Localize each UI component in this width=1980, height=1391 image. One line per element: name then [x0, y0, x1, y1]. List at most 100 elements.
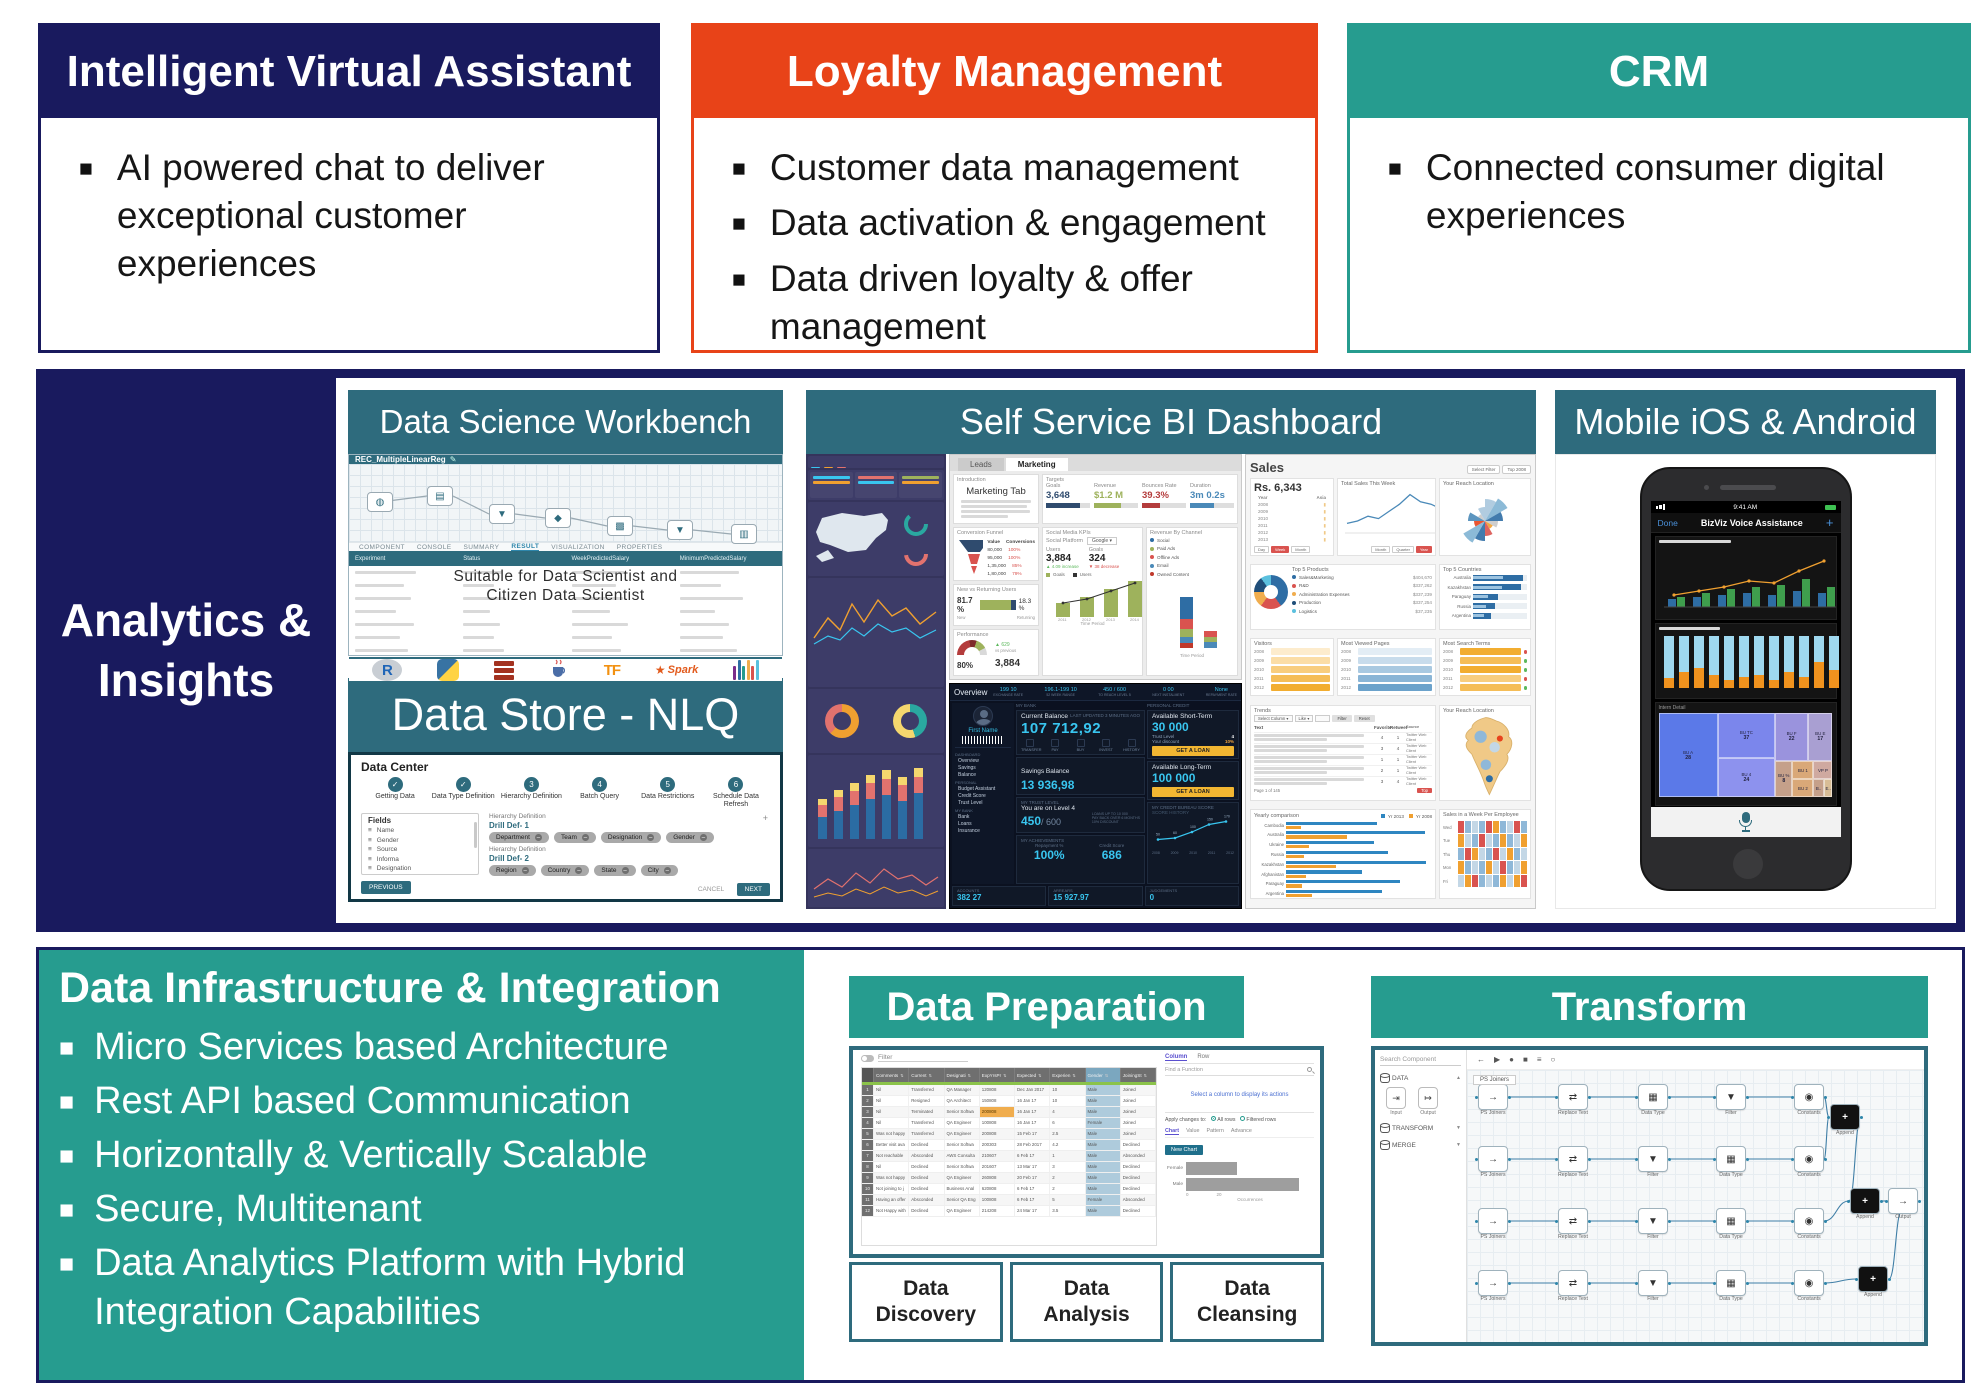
- done-button[interactable]: Done: [1657, 517, 1678, 528]
- result-tab-visualization[interactable]: VISUALIZATION: [551, 543, 605, 551]
- hierarchy-chip[interactable]: Country–: [540, 865, 590, 877]
- field-item[interactable]: ≡Name: [368, 827, 472, 834]
- sales-button[interactable]: Select Filter: [1466, 465, 1501, 474]
- nav-item[interactable]: Loans: [958, 821, 972, 827]
- toolbar-icon[interactable]: ○: [1550, 1055, 1556, 1064]
- hierarchy-chip[interactable]: Region–: [489, 865, 536, 877]
- result-tab-properties[interactable]: PROPERTIES: [616, 543, 663, 551]
- chart-tab-advance[interactable]: Advance: [1230, 1128, 1252, 1134]
- chart-tab-chart[interactable]: Chart: [1165, 1128, 1180, 1135]
- toolbar-icon[interactable]: ■: [1523, 1055, 1528, 1064]
- workflow-node-model[interactable]: ◆: [545, 508, 571, 528]
- button-quarter[interactable]: Quarter: [1392, 546, 1414, 553]
- scrollbar[interactable]: [474, 822, 477, 849]
- pipeline-node-ps-joiners[interactable]: →PS Joiners: [1475, 1208, 1511, 1241]
- search-component-input[interactable]: Search Component: [1380, 1056, 1461, 1066]
- pipeline-node-append[interactable]: +Append: [1847, 1188, 1883, 1221]
- pipeline-canvas[interactable]: PS Joiners →PS Joiners⇄Replace Text▦Data…: [1467, 1070, 1924, 1342]
- grid-column-header[interactable]: JoiningSt⇅: [1121, 1068, 1156, 1082]
- tab-leads[interactable]: Leads: [958, 458, 1004, 471]
- platform-select[interactable]: Google ▾: [1087, 537, 1118, 545]
- pipeline-node-append[interactable]: +Append: [1855, 1266, 1891, 1299]
- treemap-tile[interactable]: B..: [1813, 779, 1824, 797]
- filter-button[interactable]: Filter: [1332, 715, 1352, 723]
- workflow-node-dataset[interactable]: ▤: [427, 486, 453, 506]
- panel-tab-row[interactable]: Row: [1197, 1054, 1210, 1060]
- nav-item[interactable]: Savings: [958, 765, 976, 771]
- button-year[interactable]: Year: [1415, 546, 1432, 553]
- result-tab-result[interactable]: RESULT: [511, 543, 540, 551]
- field-item[interactable]: ≡Informa: [368, 856, 472, 863]
- output-component[interactable]: ↦Output: [1416, 1087, 1440, 1116]
- action-buy-button[interactable]: BUY: [1072, 739, 1089, 752]
- hierarchy-chip[interactable]: Gender–: [666, 832, 714, 844]
- filter-toggle[interactable]: [861, 1054, 874, 1062]
- find-function-input[interactable]: Find a Function: [1165, 1066, 1203, 1073]
- tab-marketing[interactable]: Marketing: [1005, 458, 1068, 471]
- panel-tab-column[interactable]: Column: [1165, 1054, 1188, 1061]
- pipeline-node-output[interactable]: →Output: [1885, 1188, 1921, 1221]
- toolbar-icon[interactable]: ▶: [1494, 1055, 1501, 1064]
- get-a-loan-button[interactable]: GET A LOAN: [1152, 746, 1234, 756]
- grid-column-header[interactable]: Comments⇅: [874, 1068, 910, 1082]
- reset-button[interactable]: Reset: [1353, 715, 1375, 723]
- workbench-tab[interactable]: REC_MultipleLinearReg: [355, 455, 446, 464]
- workflow-node-data-source[interactable]: ◍: [367, 492, 393, 512]
- action-invest-button[interactable]: INVEST: [1098, 739, 1115, 752]
- pipeline-node-ps-joiners[interactable]: →PS Joiners: [1475, 1146, 1511, 1179]
- workflow-node-visualize[interactable]: ▩: [607, 516, 633, 536]
- treemap-tile[interactable]: BU %8: [1775, 760, 1793, 797]
- pipeline-node-replace-text[interactable]: ⇄Replace Text: [1555, 1208, 1591, 1241]
- filter-input[interactable]: [1315, 715, 1331, 723]
- nav-item[interactable]: Bank: [958, 814, 970, 820]
- hierarchy-chip[interactable]: City–: [640, 865, 678, 877]
- grid-column-header[interactable]: Experien⇅: [1050, 1068, 1086, 1082]
- pipeline-node-filter[interactable]: ▼Filter: [1635, 1146, 1671, 1179]
- field-item[interactable]: ≡Gender: [368, 837, 472, 844]
- toolbar-icon[interactable]: ●: [1509, 1055, 1514, 1064]
- treemap-tile[interactable]: VP P: [1813, 760, 1833, 780]
- filter-select[interactable]: Select Column ▾: [1254, 715, 1293, 723]
- pipeline-node-constants[interactable]: ◉Constants: [1791, 1270, 1827, 1303]
- pipeline-node-replace-text[interactable]: ⇄Replace Text: [1555, 1270, 1591, 1303]
- grid-column-header[interactable]: Designati⇅: [945, 1068, 980, 1082]
- nav-item[interactable]: Balance: [958, 772, 977, 778]
- result-tab-summary[interactable]: SUMMARY: [463, 543, 500, 551]
- nav-item[interactable]: Trust Level: [958, 800, 983, 806]
- nav-item[interactable]: Budget Assistant: [958, 786, 996, 792]
- hierarchy-chip[interactable]: Designation–: [600, 832, 662, 844]
- add-button[interactable]: +: [1825, 515, 1834, 530]
- button-day[interactable]: Day: [1254, 546, 1270, 553]
- voice-input-bar[interactable]: [1650, 807, 1841, 837]
- pipeline-node-append[interactable]: +Append: [1827, 1104, 1863, 1137]
- workflow-node-filter[interactable]: ▼: [489, 504, 515, 524]
- nav-item[interactable]: Insurance: [958, 828, 980, 834]
- edit-icon[interactable]: ✎: [449, 455, 457, 464]
- cancel-button[interactable]: CANCEL: [697, 886, 725, 894]
- nav-item[interactable]: Credit Score: [958, 793, 986, 799]
- treemap-tile[interactable]: E..: [1823, 779, 1833, 797]
- result-tab-component[interactable]: COMPONENT: [359, 543, 405, 551]
- pipeline-node-data-type[interactable]: ▦Data Type: [1713, 1270, 1749, 1303]
- new-chart-button[interactable]: New Chart: [1165, 1145, 1203, 1155]
- home-button[interactable]: [1732, 849, 1763, 879]
- result-tab-console[interactable]: CONSOLE: [416, 543, 452, 551]
- add-hierarchy-button[interactable]: +: [762, 813, 768, 824]
- pipeline-node-constants[interactable]: ◉Constants: [1791, 1146, 1827, 1179]
- toolbar-icon[interactable]: ←: [1477, 1055, 1485, 1064]
- previous-button[interactable]: PREVIOUS: [361, 880, 411, 894]
- pipeline-node-filter[interactable]: ▼Filter: [1635, 1208, 1671, 1241]
- workflow-node-output[interactable]: ▥: [731, 524, 757, 544]
- grid-column-header[interactable]: Current⇅: [909, 1068, 945, 1082]
- pipeline-node-filter[interactable]: ▼Filter: [1635, 1270, 1671, 1303]
- filter-select[interactable]: Like ▾: [1294, 715, 1314, 723]
- workflow-node-filter2[interactable]: ▼: [667, 520, 693, 540]
- chart-tab-pattern[interactable]: Pattern: [1206, 1128, 1224, 1134]
- pipeline-node-constants[interactable]: ◉Constants: [1791, 1084, 1827, 1117]
- hierarchy-chip[interactable]: Team–: [553, 832, 596, 844]
- workflow-canvas[interactable]: ◍ ▤ ▼ ◆ ▩ ▼ ▥: [349, 464, 782, 544]
- sales-button[interactable]: Top 2008: [1502, 465, 1531, 474]
- filter-input[interactable]: Filter: [878, 1054, 968, 1062]
